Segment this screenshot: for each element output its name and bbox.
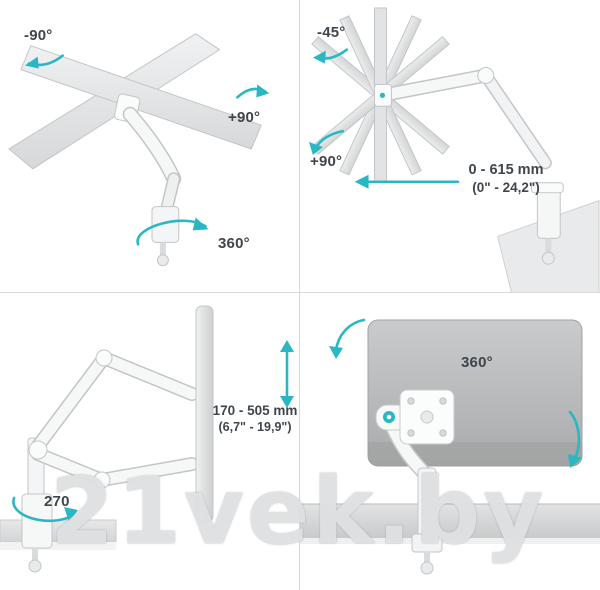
panel-height: 170 - 505 mm (6,7" - 19,9") 270 xyxy=(0,293,300,590)
desk-clamp xyxy=(151,206,180,267)
tilt-up-label: +90° xyxy=(310,153,343,170)
arm-upper-position xyxy=(31,349,199,453)
monitor-crossed-positions xyxy=(8,33,262,170)
screen-rotation-label: 360° xyxy=(461,354,493,371)
desk-surface xyxy=(0,519,117,550)
arm-lower-position xyxy=(28,440,199,489)
tilt-illustration xyxy=(308,7,600,293)
desk-surface xyxy=(300,503,600,544)
base-rotation-arrow-icon xyxy=(12,496,74,523)
panel-swivel: -90° +90° 360° xyxy=(0,0,300,293)
desk-clamp xyxy=(21,493,53,573)
extend-range: 0 - 615 mm (0" - 24,2") xyxy=(458,162,554,195)
height-range-mm: 170 - 505 mm xyxy=(212,403,298,418)
arm xyxy=(384,418,437,539)
desk-clamp xyxy=(530,182,564,265)
height-illustration xyxy=(0,305,294,573)
vesa-plate xyxy=(399,389,455,445)
arm xyxy=(385,67,552,170)
screen-rotate-arrow-top-icon xyxy=(334,318,366,352)
monitor-side-view xyxy=(195,305,214,523)
height-range: 170 - 505 mm (6,7" - 19,9") xyxy=(212,403,298,434)
rotation-illustration xyxy=(300,318,600,575)
horizontal-divider xyxy=(0,292,600,293)
base-rotation-label: 270 xyxy=(44,493,70,510)
extend-range-in: (0" - 24,2") xyxy=(472,180,540,195)
swivel-illustration xyxy=(8,33,270,267)
vertical-divider xyxy=(299,0,300,590)
panel-screen-rotation: 360° xyxy=(300,293,600,590)
tilt-down-label: -45° xyxy=(317,24,346,41)
rotate-right-label: +90° xyxy=(228,109,261,126)
arm-rotation-label: 360° xyxy=(218,235,250,252)
extend-range-mm: 0 - 615 mm xyxy=(468,162,544,178)
panel-tilt-extend: -45° +90° 0 - 615 mm (0" - 24,2") xyxy=(300,0,600,293)
rotate-left-label: -90° xyxy=(24,27,53,44)
vesa-head xyxy=(374,83,392,107)
height-range-in: (6,7" - 19,9") xyxy=(218,420,292,434)
arm xyxy=(122,106,182,220)
desk-clamp xyxy=(411,533,443,575)
